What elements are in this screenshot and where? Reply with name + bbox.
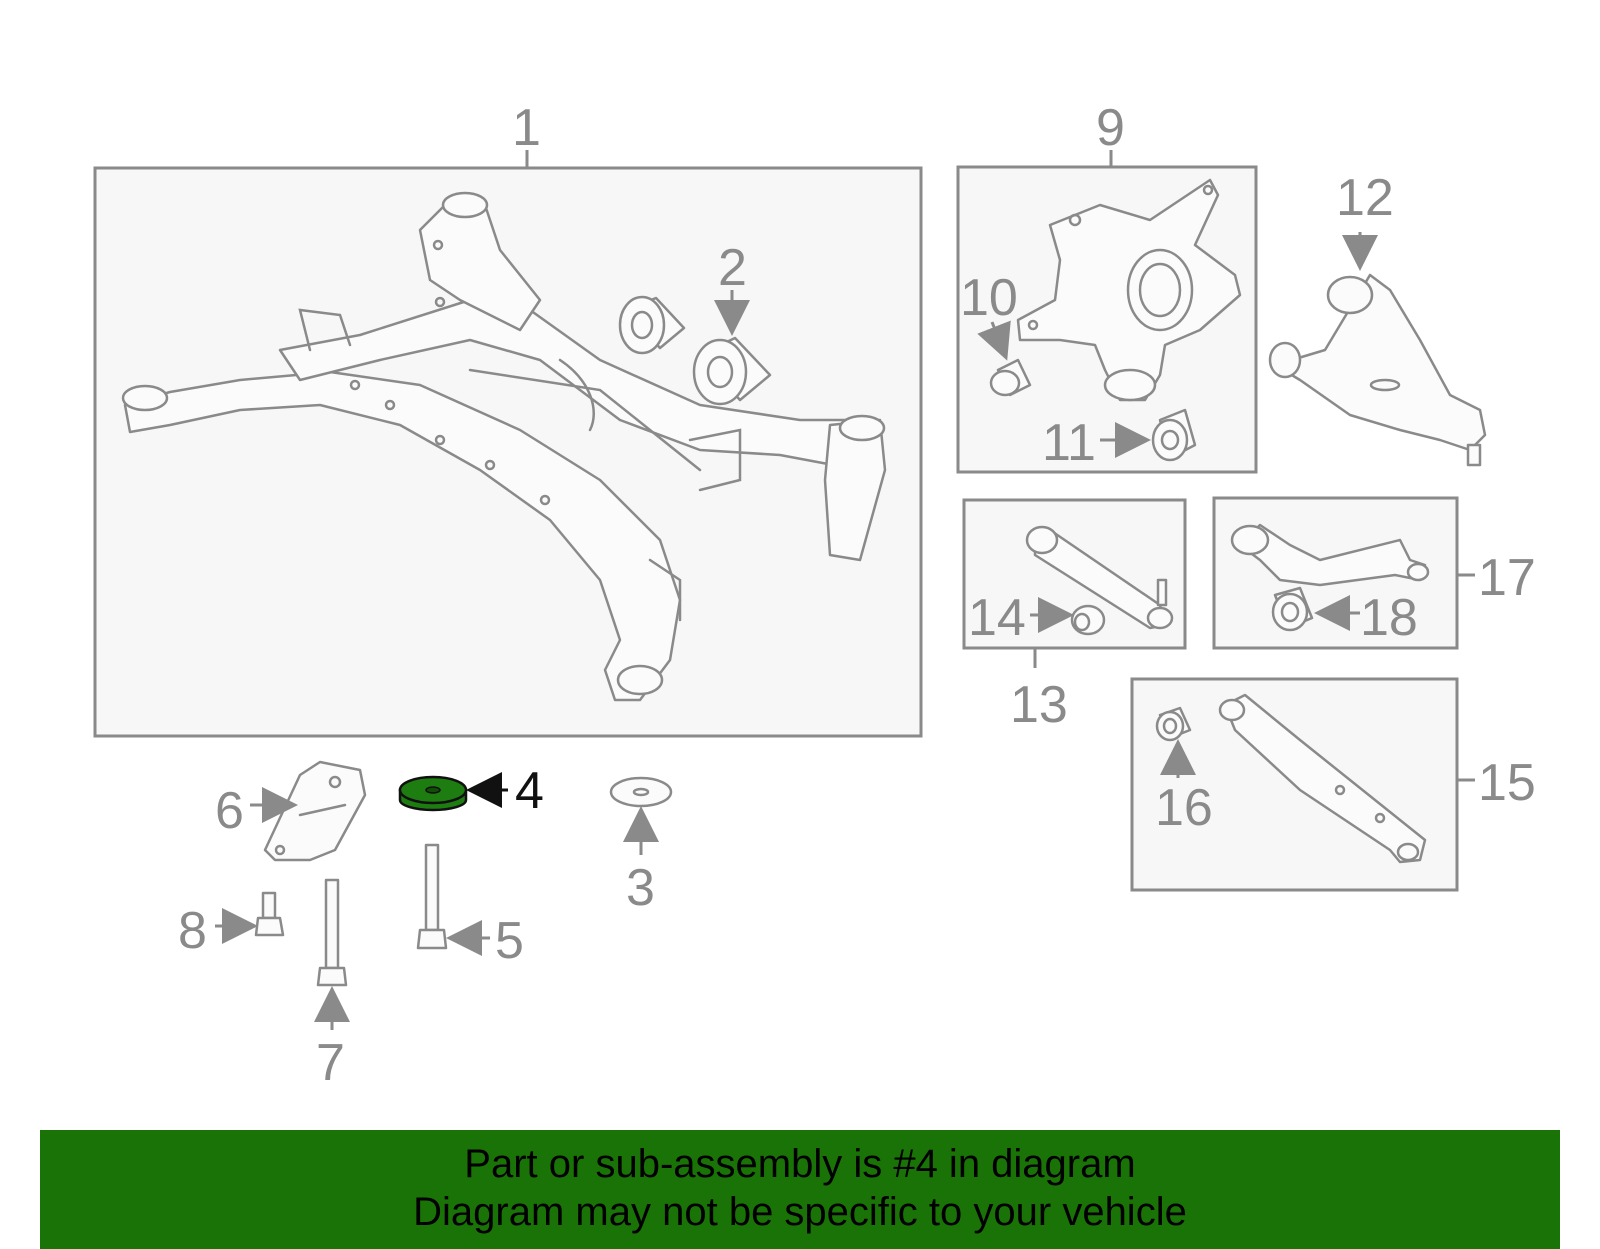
callout-18[interactable]: 18	[1360, 589, 1418, 647]
callout-17[interactable]: 17	[1478, 549, 1536, 607]
callout-15[interactable]: 15	[1478, 754, 1536, 812]
callout-5[interactable]: 5	[495, 912, 524, 970]
bushing-14	[1070, 604, 1106, 636]
callout-2[interactable]: 2	[718, 239, 747, 297]
banner-line-2: Diagram may not be specific to your vehi…	[413, 1190, 1187, 1234]
callout-10[interactable]: 10	[960, 269, 1018, 327]
banner-line-1: Part or sub-assembly is #4 in diagram	[464, 1142, 1136, 1186]
callout-1[interactable]: 1	[512, 99, 541, 157]
callout-7[interactable]: 7	[316, 1034, 345, 1092]
bolt-7	[316, 878, 348, 987]
lower-link-15	[1218, 693, 1427, 864]
callout-9[interactable]: 9	[1096, 99, 1125, 157]
bushing-2	[618, 295, 772, 406]
parts-diagram: 1 2 9	[93, 99, 1536, 1092]
washer-3	[609, 776, 673, 808]
crossmember-illustration	[121, 191, 887, 702]
callout-12[interactable]: 12	[1336, 169, 1394, 227]
lateral-link-13	[1025, 525, 1174, 630]
callout-11[interactable]: 11	[1042, 414, 1096, 472]
bushing-10	[989, 358, 1032, 397]
callout-8[interactable]: 8	[178, 902, 207, 960]
callout-16[interactable]: 16	[1155, 779, 1213, 837]
knuckle-illustration	[1016, 178, 1242, 402]
callout-13[interactable]: 13	[1010, 676, 1068, 734]
callout-6[interactable]: 6	[215, 782, 244, 840]
callout-3[interactable]: 3	[626, 859, 655, 917]
upper-arm-12	[1268, 273, 1487, 467]
bolt-8	[254, 891, 285, 937]
trailing-link-17	[1230, 523, 1430, 587]
bolt-5	[416, 843, 448, 950]
bushing-18	[1271, 586, 1314, 632]
info-banner: Part or sub-assembly is #4 in diagram Di…	[40, 1130, 1560, 1249]
callout-4[interactable]: 4	[515, 762, 544, 820]
highlighted-part-4[interactable]	[398, 775, 468, 812]
bushing-11	[1151, 408, 1197, 462]
bracket-6	[263, 760, 367, 862]
callout-14[interactable]: 14	[968, 589, 1026, 647]
